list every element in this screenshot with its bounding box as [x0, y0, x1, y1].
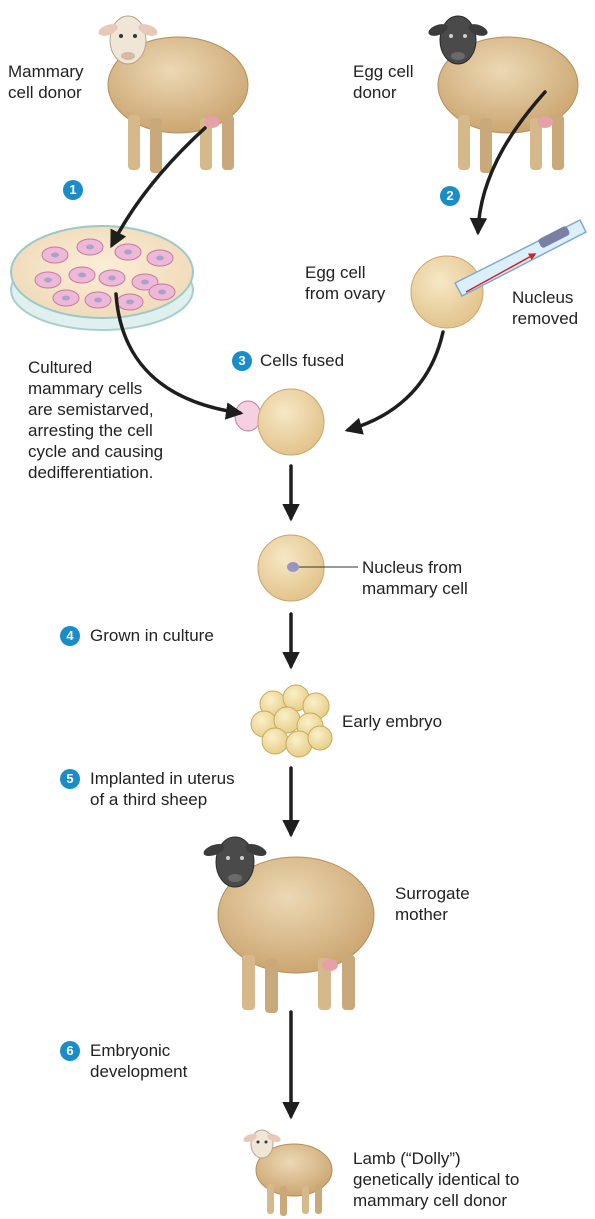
nucleus-removed-label: Nucleus removed [512, 287, 578, 329]
egg-donor-label: Egg cell donor [353, 61, 413, 103]
step-4-text: Grown in culture [90, 625, 214, 646]
step-3-text: Cells fused [260, 350, 344, 371]
lamb-dolly [242, 1130, 332, 1216]
nucleus-from-mammary-label: Nucleus from mammary cell [362, 557, 468, 599]
egg-cell [411, 256, 483, 328]
surrogate-sheep [202, 837, 374, 1013]
petri-dish [11, 226, 193, 330]
step-5-text: Implanted in uterus of a third sheep [90, 768, 235, 810]
step-badge-5: 5 [60, 769, 80, 789]
step-badge-2: 2 [440, 186, 460, 206]
micropipette [455, 220, 586, 296]
mammary-donor-label: Mammary cell donor [8, 61, 84, 103]
early-embryo [251, 685, 332, 757]
fused-cells [235, 389, 324, 455]
step-6-text: Embryonic development [90, 1040, 187, 1082]
egg-from-ovary-label: Egg cell from ovary [305, 262, 385, 304]
cultured-cells-label: Cultured mammary cells are semistarved, … [28, 357, 163, 483]
early-embryo-label: Early embryo [342, 711, 442, 732]
arrow-egg-to-fusion [348, 332, 443, 430]
step-badge-4: 4 [60, 626, 80, 646]
egg-with-mammary-nucleus [258, 535, 358, 601]
lamb-label: Lamb (“Dolly”) genetically identical to … [353, 1148, 519, 1211]
step-badge-6: 6 [60, 1041, 80, 1061]
surrogate-mother-label: Surrogate mother [395, 883, 470, 925]
mammary-donor-sheep [97, 16, 248, 173]
step-badge-1: 1 [63, 180, 83, 200]
step-badge-3: 3 [232, 351, 252, 371]
